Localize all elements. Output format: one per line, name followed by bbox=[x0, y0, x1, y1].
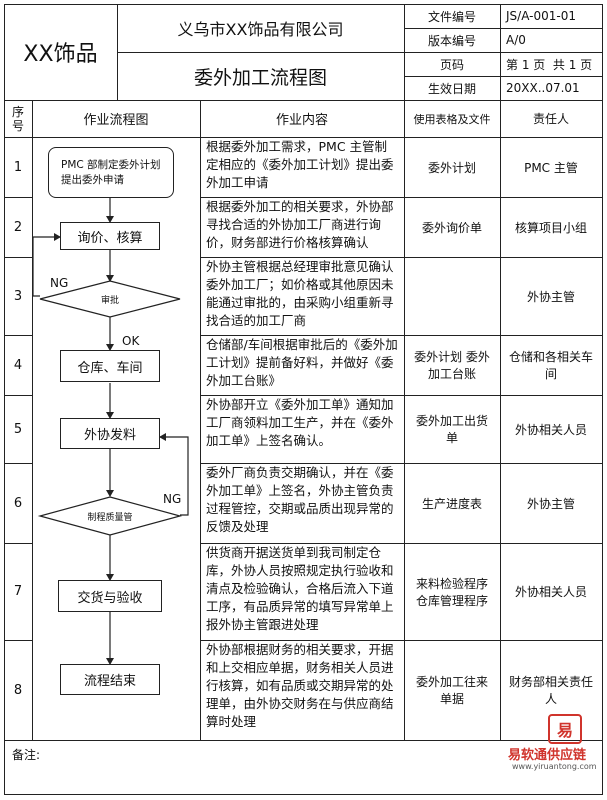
meta-label-version: 版本编号 bbox=[427, 33, 476, 48]
flow-ok-label: OK bbox=[122, 334, 140, 348]
row-8-content: 外协部根据财务的相关要求，开据和上交相应单据，财务相关人员进行核算，如有品质或交… bbox=[206, 642, 394, 729]
col-header-content: 作业内容 bbox=[275, 113, 328, 128]
row-6-content: 委外厂商负责交期确认，并在《委外加工单》上签名，外协主管负责过程管控，交期或品质… bbox=[206, 465, 394, 534]
meta-label-date: 生效日期 bbox=[427, 81, 476, 96]
row-7-owner: 外协相关人员 bbox=[514, 585, 587, 599]
watermark-url: www.yiruantong.com bbox=[512, 762, 597, 771]
flow-inquiry-box: 询价、核算 bbox=[60, 222, 160, 250]
row-1-content: 根据委外加工需求，PMC 主管制定相应的《委外加工计划》提出委外加工申请 bbox=[206, 139, 394, 190]
row-7-content: 供货商开据送货单到我司制定仓库，外协人员按照规定执行验收和清点及检验确认，合格后… bbox=[206, 545, 394, 632]
flow-start-box: PMC 部制定委外计划提出委外申请 bbox=[48, 147, 174, 198]
row-5-owner: 外协相关人员 bbox=[514, 422, 587, 437]
row-6-no: 6 bbox=[13, 495, 23, 511]
meta-value-date: 20XX..07.01 bbox=[506, 81, 580, 95]
row-5-no: 5 bbox=[13, 421, 23, 437]
control-diamond-shape bbox=[37, 496, 183, 536]
company-name: 义乌市XX饰品有限公司 bbox=[177, 20, 344, 39]
row-2-no: 2 bbox=[13, 219, 23, 235]
row-8-owner: 财务部相关责任人 bbox=[508, 675, 593, 706]
row-8-forms: 委外加工往来单据 bbox=[415, 675, 488, 706]
flow-ng2-label: NG bbox=[163, 492, 182, 506]
watermark-logo: 易 bbox=[548, 714, 582, 744]
row-7-no: 7 bbox=[13, 584, 23, 599]
approve-diamond-shape bbox=[39, 280, 181, 318]
flow-end-box: 流程结束 bbox=[60, 664, 160, 695]
col-header-owner: 责任人 bbox=[532, 112, 569, 126]
flow-approve-label: 审批 bbox=[100, 295, 119, 306]
row-4-forms: 委外计划 委外加工台账 bbox=[414, 350, 490, 381]
row-4-no: 4 bbox=[13, 357, 23, 373]
meta-label-page: 页码 bbox=[439, 57, 464, 72]
watermark-name: 易软通供应链 bbox=[508, 748, 587, 763]
col-header-forms: 使用表格及文件 bbox=[413, 112, 491, 126]
meta-value-version: A/0 bbox=[506, 33, 526, 47]
row-1-owner: PMC 主管 bbox=[524, 160, 578, 175]
flow-control-label: 制程质量管 bbox=[87, 512, 133, 523]
note-label: 备注: bbox=[12, 748, 41, 762]
row-5-forms: 委外加工出货单 bbox=[415, 414, 488, 445]
flow-outsource-box: 外协发料 bbox=[60, 418, 160, 449]
row-2-owner: 核算项目小组 bbox=[514, 220, 587, 235]
row-3-owner: 外协主管 bbox=[526, 289, 575, 304]
row-2-forms: 委外询价单 bbox=[421, 220, 482, 235]
row-4-content: 仓储部/车间根据审批后的《委外加工计划》提前备好料，并做好《委外加工台账》 bbox=[206, 337, 398, 388]
row-3-no: 3 bbox=[13, 288, 23, 304]
meta-value-page: 第 1 页 共 1 页 bbox=[506, 57, 593, 72]
brand-label: XX饰品 bbox=[23, 42, 98, 67]
row-8-no: 8 bbox=[13, 682, 23, 698]
row-3-forms bbox=[404, 257, 500, 335]
flow-warehouse-box: 仓库、车间 bbox=[60, 350, 160, 382]
row-6-forms: 生产进度表 bbox=[421, 496, 482, 511]
row-6-owner: 外协主管 bbox=[526, 496, 575, 511]
row-2-content: 根据委外加工的相关要求，外协部寻找合适的外协加工厂商进行询价，财务部进行价格核算… bbox=[206, 199, 394, 250]
row-4-owner: 仓储和各相关车间 bbox=[508, 350, 593, 381]
flow-arrowheads bbox=[54, 216, 166, 665]
flow-delivery-box: 交货与验收 bbox=[58, 580, 162, 612]
row-7-forms: 来料检验程序 仓库管理程序 bbox=[415, 576, 488, 608]
row-1-no: 1 bbox=[13, 159, 23, 175]
meta-value-doc-no: JS/A-001-01 bbox=[506, 9, 576, 23]
page-title: 委外加工流程图 bbox=[193, 66, 327, 89]
col-header-seq: 序 号 bbox=[11, 104, 24, 133]
row-1-forms: 委外计划 bbox=[427, 160, 476, 175]
flow-ng1-label: NG bbox=[50, 276, 69, 290]
meta-label-doc-no: 文件编号 bbox=[427, 9, 476, 24]
col-header-flow: 作业流程图 bbox=[83, 113, 149, 128]
row-5-content: 外协部开立《委外加工单》通知加工厂商领料加工生产，并在《委外加工单》上签名确认。 bbox=[206, 397, 394, 448]
row-3-content: 外协主管根据总经理审批意见确认委外加工厂；如价格或其他原因未能通过审批的，由采购… bbox=[206, 259, 394, 328]
